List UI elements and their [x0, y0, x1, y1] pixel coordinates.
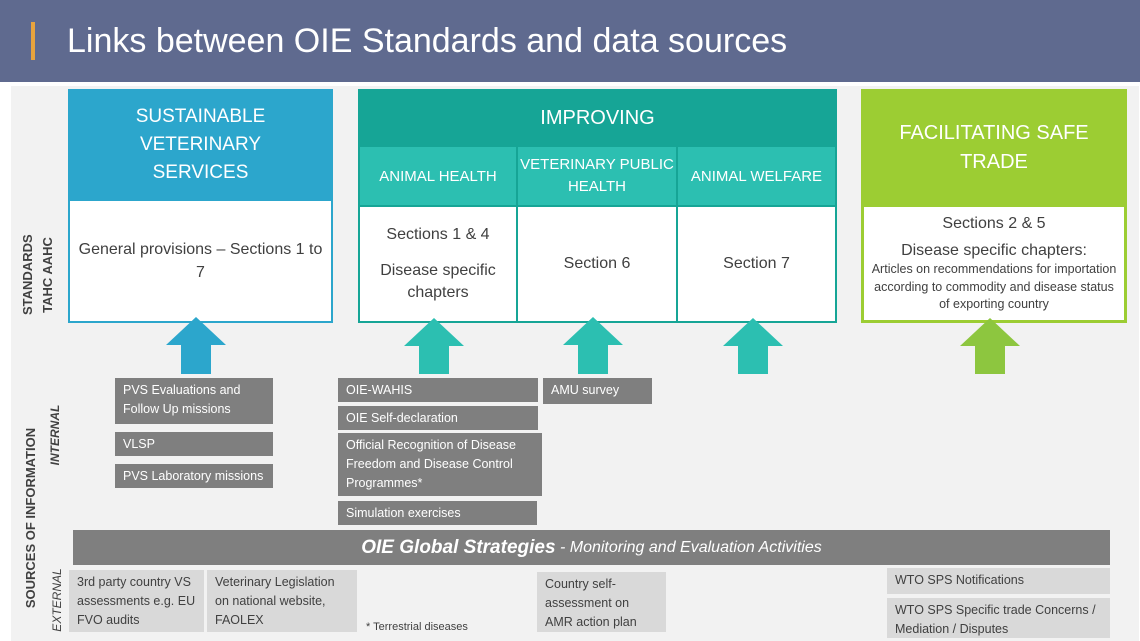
- up-arrow-vph: [563, 317, 623, 374]
- animal-welfare-content: Section 7: [678, 207, 835, 321]
- up-arrow-sustainable: [166, 317, 226, 374]
- animal-welfare-header: ANIMAL WELFARE: [678, 147, 835, 205]
- side-label-external: EXTERNAL: [50, 568, 64, 632]
- up-arrow-welfare: [723, 318, 783, 374]
- trade-header: FACILITATING SAFE TRADE: [861, 89, 1127, 207]
- footnote: * Terrestrial diseases: [366, 621, 468, 633]
- title-bar: [0, 0, 1140, 82]
- animal-health-header-text: ANIMAL HEALTH: [379, 167, 497, 185]
- trade-chapters: Disease specific chapters:: [901, 242, 1087, 259]
- vph-content: Section 6: [518, 207, 676, 321]
- side-label-tahc: TAHC AAHC: [40, 237, 55, 313]
- vph-header: VETERINARY PUBLIC HEALTH: [518, 147, 676, 205]
- improving-header: IMPROVING: [358, 89, 837, 147]
- side-label-standards: STANDARDS: [20, 234, 35, 315]
- external-source-wto-stc: WTO SPS Specific trade Concerns / Mediat…: [887, 598, 1110, 638]
- global-strategies-title: OIE Global Strategies: [361, 536, 556, 558]
- sustainable-header-text: SUSTAINABLE VETERINARY SERVICES: [135, 106, 266, 183]
- up-arrow-trade: [960, 318, 1020, 374]
- global-strategies-bar: OIE Global Strategies - Monitoring and E…: [73, 530, 1110, 565]
- animal-health-sections: Sections 1 & 4: [386, 226, 490, 243]
- internal-source-amu-survey: AMU survey: [543, 378, 652, 404]
- sustainable-content-text: General provisions – Sections 1 to 7: [78, 241, 323, 281]
- internal-source-pvs-evaluations: PVS Evaluations and Follow Up missions: [115, 378, 273, 424]
- external-source-amr: Country self-assessment on AMR action pl…: [537, 572, 666, 632]
- internal-source-simulation: Simulation exercises: [338, 501, 537, 525]
- sustainable-column: SUSTAINABLE VETERINARY SERVICES General …: [68, 89, 333, 323]
- trade-column: FACILITATING SAFE TRADE Sections 2 & 5 D…: [861, 89, 1127, 323]
- internal-source-oie-wahis: OIE-WAHIS: [338, 378, 538, 402]
- title-accent-bar: [31, 22, 35, 60]
- side-label-sources: SOURCES OF INFORMATION: [23, 427, 38, 609]
- sustainable-header: SUSTAINABLE VETERINARY SERVICES: [68, 89, 333, 201]
- improving-header-text: IMPROVING: [540, 106, 655, 129]
- external-source-wto-notifications: WTO SPS Notifications: [887, 568, 1110, 594]
- internal-source-official-recognition: Official Recognition of Disease Freedom …: [338, 433, 542, 496]
- internal-source-pvs-lab: PVS Laboratory missions: [115, 464, 273, 488]
- trade-content: Sections 2 & 5 Disease specific chapters…: [864, 207, 1124, 320]
- trade-articles: Articles on recommendations for importat…: [871, 262, 1117, 311]
- trade-header-text: FACILITATING SAFE TRADE: [899, 122, 1089, 173]
- animal-health-chapters: Disease specific chapters: [380, 262, 496, 301]
- trade-sections: Sections 2 & 5: [942, 215, 1046, 232]
- sustainable-content: General provisions – Sections 1 to 7: [70, 201, 331, 321]
- improving-group: IMPROVING ANIMAL HEALTH VETERINARY PUBLI…: [358, 89, 837, 323]
- page-title: Links between OIE Standards and data sou…: [67, 22, 788, 60]
- side-label-internal: INTERNAL: [48, 404, 62, 466]
- animal-welfare-header-text: ANIMAL WELFARE: [690, 167, 823, 185]
- vph-header-text: VETERINARY PUBLIC HEALTH: [520, 156, 674, 195]
- internal-source-self-declaration: OIE Self-declaration: [338, 406, 538, 430]
- up-arrow-animal-health: [404, 318, 464, 374]
- vph-content-text: Section 6: [563, 255, 631, 272]
- animal-health-header: ANIMAL HEALTH: [360, 147, 516, 205]
- internal-source-vlsp: VLSP: [115, 432, 273, 456]
- external-source-vet-legislation: Veterinary Legislation on national websi…: [207, 570, 357, 632]
- global-strategies-subtitle: - Monitoring and Evaluation Activities: [555, 538, 822, 556]
- animal-welfare-content-text: Section 7: [723, 255, 790, 272]
- external-source-third-party: 3rd party country VS assessments e.g. EU…: [69, 570, 204, 632]
- animal-health-content: Sections 1 & 4 Disease specific chapters: [360, 207, 516, 321]
